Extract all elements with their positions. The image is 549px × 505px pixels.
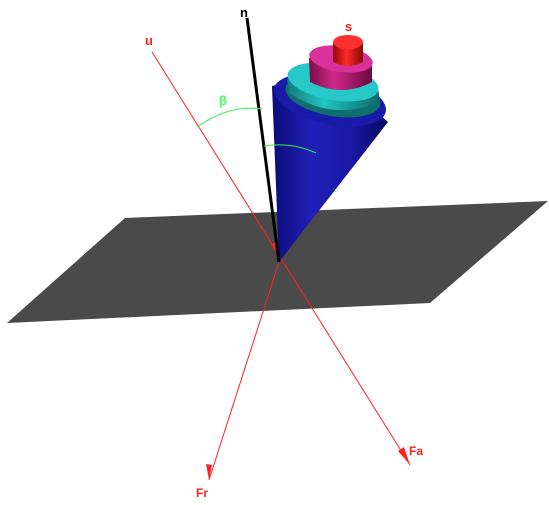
cone-angle-arc	[263, 144, 317, 154]
label-s: s	[345, 19, 352, 34]
red-cap-top	[333, 35, 363, 49]
fr-line	[208, 261, 280, 481]
fr-arrowhead	[206, 464, 212, 480]
beta-arc	[196, 107, 263, 128]
normal-n-line	[245, 17, 281, 263]
label-fr: Fr	[196, 486, 208, 500]
label-u: u	[145, 33, 153, 48]
label-fa: Fa	[409, 444, 423, 458]
label-beta: β	[219, 93, 227, 108]
fa-arrowhead	[398, 447, 410, 465]
label-n: n	[240, 5, 248, 20]
cone-body	[272, 82, 388, 262]
